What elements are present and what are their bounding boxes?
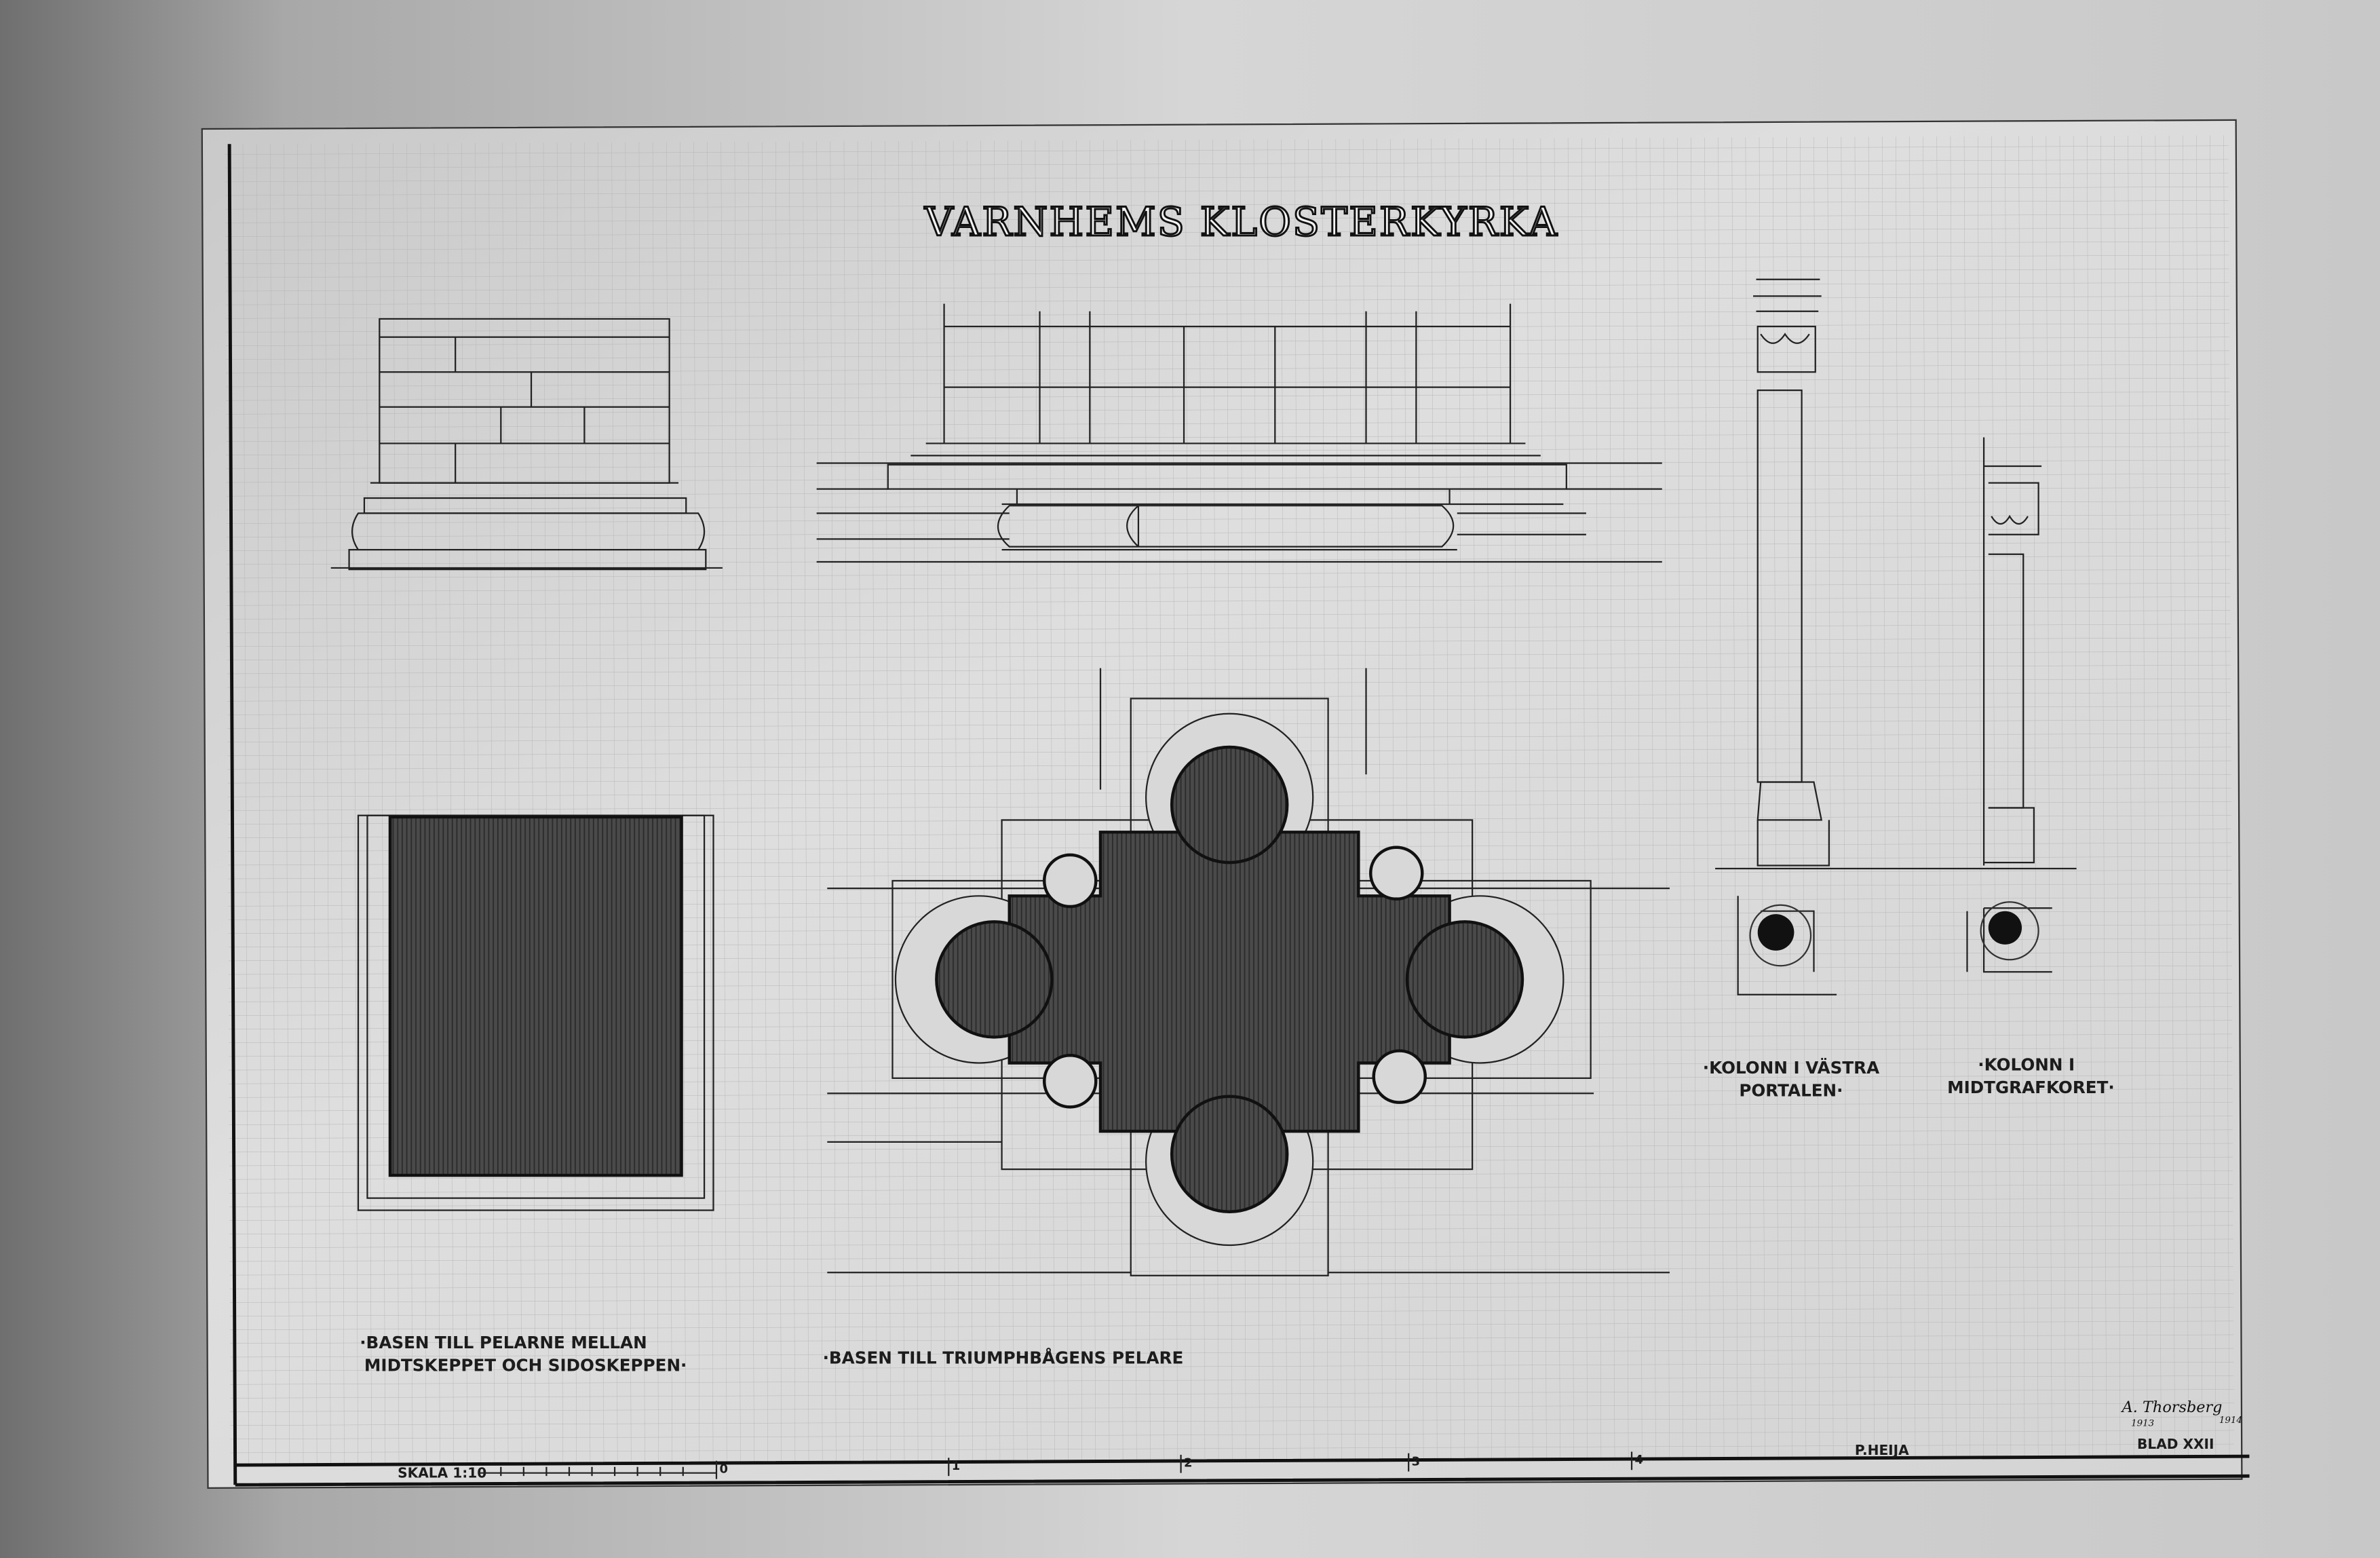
title-strip: SKALA 1:10 0 1 2 3 4 P.HEIJA BLAD XXII A… [398,1399,2242,1481]
scale-tick-4: 4 [1635,1453,1643,1467]
pier-plan [357,814,714,1211]
scale-label: SKALA 1:10 [398,1464,486,1481]
signature: A. Thorsberg [2121,1399,2223,1416]
column-choir-label-1: ·KOLONN I [1978,1055,2075,1075]
triumph-base-elevation [816,303,1662,563]
year-start: 1913 [2131,1418,2154,1428]
scale-tick-1: 1 [952,1459,960,1473]
column-choir-elevation [1982,437,2042,866]
column-west-portal-elevation [1715,278,2077,870]
column-west-label-2: PORTALEN· [1739,1081,1843,1101]
scale-tick-0: 0 [719,1462,727,1477]
triumph-base-label: ·BASEN TILL TRIUMPHBÅGENS PELARE [823,1348,1184,1368]
scale-tick-2: 2 [1184,1456,1192,1470]
year-end: 1914 [2219,1416,2242,1426]
column-west-label-1: ·KOLONN I VÄSTRA [1703,1057,1879,1078]
drawer-name: P.HEIJA [1855,1442,1909,1458]
sheet-number: BLAD XXII [2137,1436,2214,1452]
column-plans [1737,896,2052,995]
drawing-title: VARNHEMS KLOSTERKYRKA [924,199,1558,245]
pier-elevation [330,318,723,571]
pier-base-label-2: MIDTSKEPPET OCH SIDOSKEPPEN· [364,1356,687,1375]
triumph-pier-plan [827,668,1670,1276]
scale-tick-3: 3 [1412,1454,1420,1468]
column-choir-label-2: MIDTGRAFKORET· [1947,1078,2115,1097]
pier-base-label-1: ·BASEN TILL PELARNE MELLAN [360,1333,647,1352]
labels: ·BASEN TILL PELARNE MELLAN MIDTSKEPPET O… [360,1055,2115,1375]
